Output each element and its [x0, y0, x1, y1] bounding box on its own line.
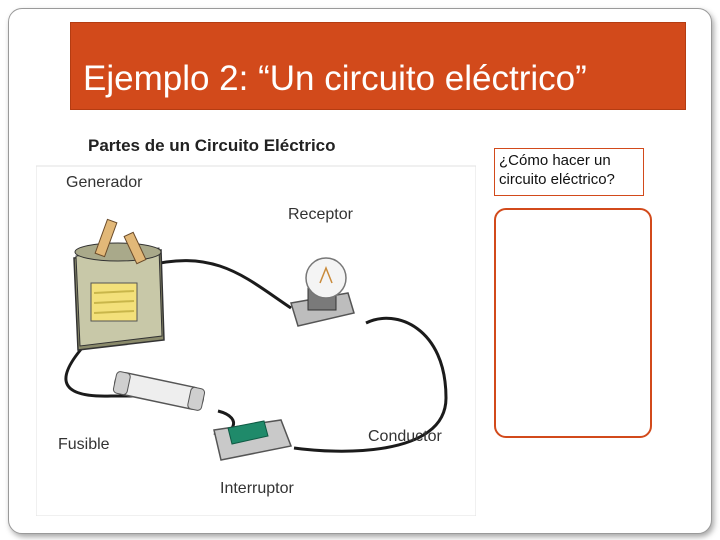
wire-switch-receptor [293, 316, 448, 453]
label-receptor: Receptor [288, 206, 353, 223]
label-conductor: Conductor [368, 428, 442, 445]
answer-text-box[interactable] [494, 208, 652, 438]
circuit-figure: Partes de un Circuito Eléctrico Generado… [36, 128, 476, 516]
fuse-icon [112, 371, 206, 411]
label-generator: Generador [66, 174, 143, 191]
label-fuse: Fusible [58, 436, 110, 453]
battery-icon [73, 218, 165, 351]
slide-title: Ejemplo 2: “Un circuito eléctrico” [83, 59, 587, 98]
light-bulb-icon [290, 257, 355, 327]
question-box: ¿Cómo hacer un circuito eléctrico? [494, 148, 644, 196]
figure-title: Partes de un Circuito Eléctrico [88, 136, 336, 155]
label-switch: Interruptor [220, 480, 294, 497]
title-bar: Ejemplo 2: “Un circuito eléctrico” [70, 22, 686, 110]
circuit-diagram [36, 165, 476, 516]
wire-receptor-battery [145, 259, 292, 310]
switch-icon [213, 419, 293, 461]
